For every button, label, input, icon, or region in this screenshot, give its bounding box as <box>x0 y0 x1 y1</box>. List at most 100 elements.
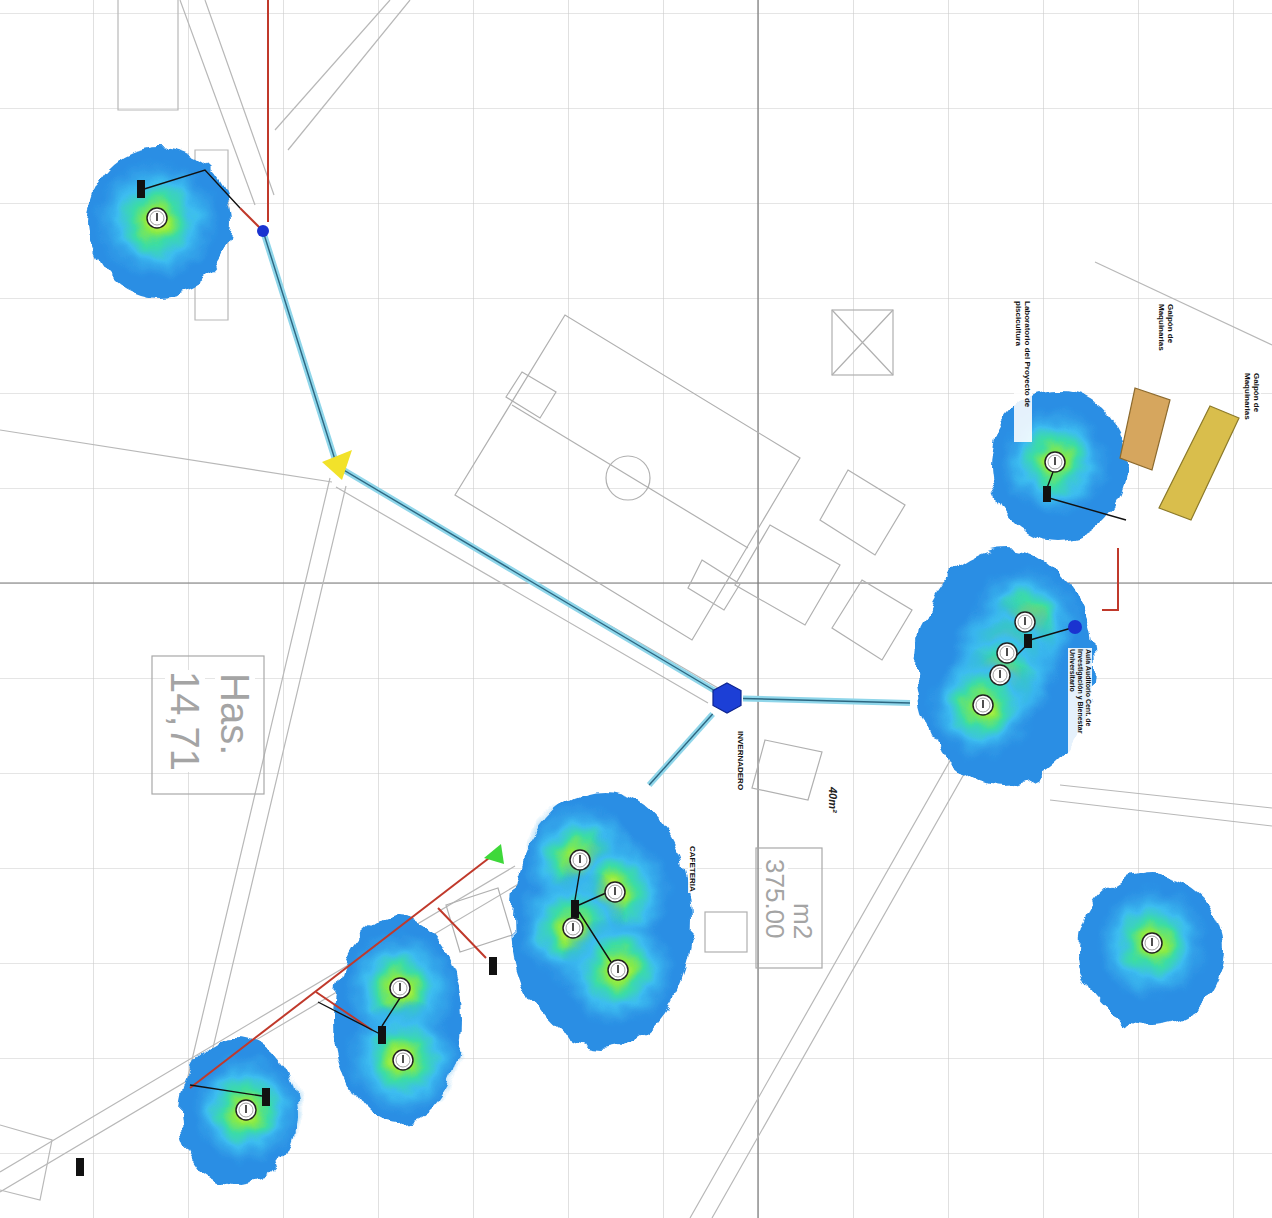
switch-symbol <box>137 180 145 198</box>
building-outline <box>446 888 512 952</box>
area-label: 14,71 <box>165 670 205 772</box>
warehouse-building: Galpón de Maquinarias <box>1155 402 1245 524</box>
place-name: CAFETERIA <box>688 845 697 893</box>
road <box>336 472 718 703</box>
access-point <box>563 918 583 938</box>
coverage-area: CAFETERIA <box>505 785 705 1057</box>
access-point <box>1142 933 1162 953</box>
fiber-core <box>649 714 713 785</box>
warehouse-building: Galpón de Maquinarias <box>1118 385 1174 473</box>
patch-cable <box>1047 472 1126 520</box>
building-cross <box>832 310 893 375</box>
area-box <box>152 656 264 794</box>
equipment <box>76 180 1162 1176</box>
coverage-blob <box>512 792 692 1048</box>
access-point <box>973 695 993 715</box>
road <box>275 0 410 150</box>
switch-symbol <box>76 1158 84 1176</box>
switch-symbol <box>571 900 579 918</box>
area-label: 40m² <box>827 786 838 814</box>
access-point <box>608 960 628 980</box>
road <box>186 478 346 1090</box>
area-box <box>756 848 822 968</box>
place-name: Aula Auditorio Cent. de Investigación y … <box>1068 648 1092 768</box>
road <box>0 866 522 1192</box>
place-name: Galpón de Maquinarias <box>1157 303 1175 380</box>
coverage-heat <box>190 1054 302 1166</box>
access-point <box>997 643 1017 663</box>
area-label: m2 <box>790 902 816 940</box>
coverage-edge <box>1080 874 1224 1026</box>
junction-dot <box>1068 620 1082 634</box>
road <box>1050 785 1272 826</box>
building-outline <box>832 580 912 660</box>
coverage-blob <box>1080 874 1224 1026</box>
access-point <box>990 665 1010 685</box>
building-outline <box>832 310 893 375</box>
field-line <box>512 405 748 548</box>
access-point <box>393 1050 413 1070</box>
coverage-blob <box>88 148 232 296</box>
junction-triangle <box>322 450 352 480</box>
road <box>0 430 332 482</box>
copper-cable <box>1102 548 1118 610</box>
access-point <box>570 850 590 870</box>
road <box>1095 262 1272 345</box>
copper-cable-line <box>1102 548 1118 610</box>
coverage-area: Aula Auditorio Cent. de Investigación y … <box>910 548 1102 792</box>
network-hub-outline <box>711 682 743 714</box>
warehouse-building-outline <box>1155 402 1245 524</box>
patch-cable <box>190 1085 262 1096</box>
coverage-blob <box>180 1038 302 1186</box>
access-point <box>1045 452 1065 472</box>
fiber-cable <box>743 698 910 703</box>
warehouse-building-shape <box>1159 406 1239 520</box>
copper-cable <box>267 0 269 222</box>
fiber-core <box>263 231 727 698</box>
access-point <box>1015 612 1035 632</box>
building-outline <box>820 470 905 555</box>
access-point <box>147 208 167 228</box>
cables <box>141 0 1126 1096</box>
junction-triangle <box>484 844 504 864</box>
copper-cable <box>316 908 486 1030</box>
warehouse-building-shape <box>1120 388 1170 470</box>
patch-cable <box>318 998 400 1034</box>
patch-cable <box>1010 627 1075 662</box>
network-hub: INVERNADERO <box>711 682 743 714</box>
fiber-cable <box>263 231 727 698</box>
coverage-heat <box>1094 885 1210 1001</box>
fiber-sheath <box>649 714 713 785</box>
switch-symbol <box>489 957 497 975</box>
fiber-sheath <box>743 698 910 703</box>
switch-symbol <box>1024 634 1032 648</box>
building-outline <box>0 1125 52 1200</box>
network-hub-shape <box>713 683 741 713</box>
switch-symbol <box>378 1026 386 1044</box>
coverage-heat <box>927 649 1039 761</box>
building-outline <box>735 525 840 625</box>
access-point <box>236 1100 256 1120</box>
patch-cable <box>141 170 240 208</box>
coverage-edge <box>512 792 692 1048</box>
coverage-heat <box>560 912 676 1028</box>
coverage-area: Laboratorio del Proyecto de piscicultura <box>985 388 1132 548</box>
fiber-core <box>743 698 910 703</box>
copper-cable <box>190 855 493 1088</box>
building-outline <box>118 0 178 110</box>
soccer-field <box>455 315 800 640</box>
switch-symbol <box>262 1088 270 1106</box>
access-point <box>390 978 410 998</box>
coverage-edge <box>990 389 1126 541</box>
coverage-heat <box>95 158 219 282</box>
coverage-blob <box>917 550 1093 786</box>
warehouse-building-outline <box>1118 385 1174 473</box>
road <box>690 752 972 1218</box>
